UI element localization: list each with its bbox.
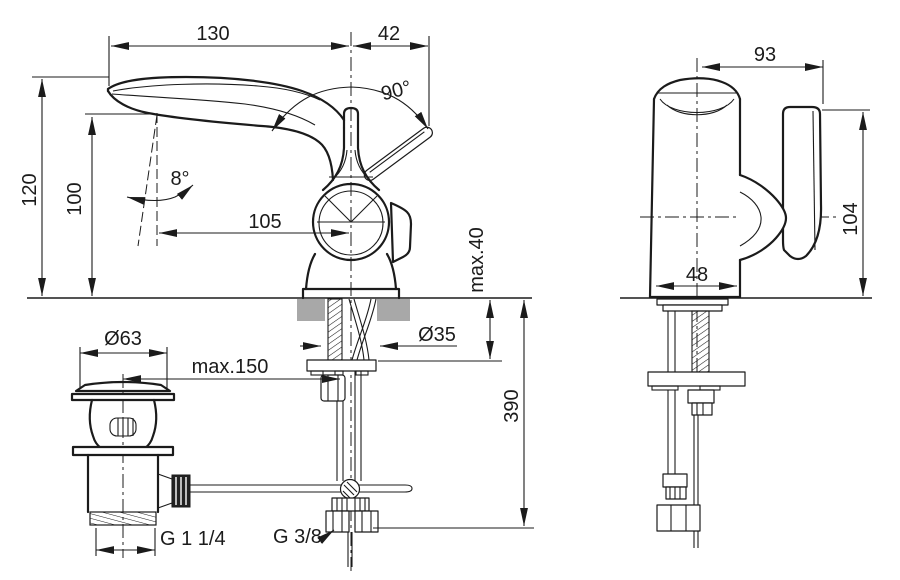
dim-104-label: 104: [840, 202, 862, 235]
spout-lever: [106, 75, 346, 182]
dim-90-arc: [271, 86, 429, 132]
dim-90-label: 90°: [379, 77, 414, 106]
dim-d63-label: Ø63: [104, 328, 142, 350]
side-dimensions: 93 104 48: [656, 44, 870, 296]
side-undercounter: [647, 298, 746, 548]
countertop-slab-left: [297, 299, 325, 321]
mounting-flange: [306, 359, 377, 372]
waste-thread: [89, 511, 157, 526]
base-plate: [301, 287, 401, 300]
dim-d35-label: Ø35: [418, 324, 456, 346]
dim-g114-label: G 1 1/4: [160, 528, 226, 550]
front-dimensions: 130 42 90° 120 100 8° 105 max.40: [19, 23, 534, 556]
side-handle: [781, 105, 823, 261]
dim-120-label: 120: [19, 173, 41, 206]
dim-max40-label: max.40: [466, 227, 488, 293]
dim-105-label: 105: [248, 211, 281, 233]
front-view: 130 42 90° 120 100 8° 105 max.40: [19, 23, 534, 572]
dim-8-arc: [126, 184, 194, 205]
overflow-window: [109, 417, 137, 437]
linkage-screw: [339, 478, 361, 500]
threaded-stud: [327, 298, 343, 361]
hose-a: [348, 298, 370, 361]
waste-mid-flange: [71, 445, 175, 457]
front-undercounter: [190, 298, 413, 567]
side-hose-nut: [687, 389, 715, 404]
joint-cone: [738, 173, 788, 262]
waste-flange: [70, 392, 176, 402]
side-mounting-flange: [647, 371, 746, 387]
popup-waste: [70, 380, 191, 526]
supply-nut-left: [325, 510, 350, 533]
dim-48-label: 48: [686, 264, 708, 286]
dim-100-label: 100: [64, 182, 86, 215]
dim-g38-leader: [317, 529, 335, 544]
handle-alternate-position: [363, 126, 433, 182]
countertop-slab-right: [377, 299, 410, 321]
lever-cone: [157, 473, 173, 509]
hose-b: [351, 298, 377, 361]
spout-axis-tilted: [137, 114, 158, 247]
dim-130-label: 130: [196, 23, 229, 45]
dim-390-label: 390: [501, 389, 523, 422]
side-paddle: [389, 201, 413, 264]
compression-nut: [656, 504, 701, 532]
side-threaded-stud: [691, 310, 710, 373]
supply-nut-right: [354, 510, 379, 533]
dim-8-label: 8°: [170, 168, 189, 190]
side-view: 93 104 48: [620, 44, 872, 548]
side-body: [648, 77, 742, 299]
dim-93-label: 93: [754, 44, 776, 66]
mixer-body: [301, 176, 413, 300]
dim-42-label: 42: [378, 23, 400, 45]
dim-max150-label: max.150: [192, 356, 269, 378]
dim-g38-label: G 3/8: [273, 526, 322, 548]
popup-linkage-rod: [190, 484, 413, 493]
